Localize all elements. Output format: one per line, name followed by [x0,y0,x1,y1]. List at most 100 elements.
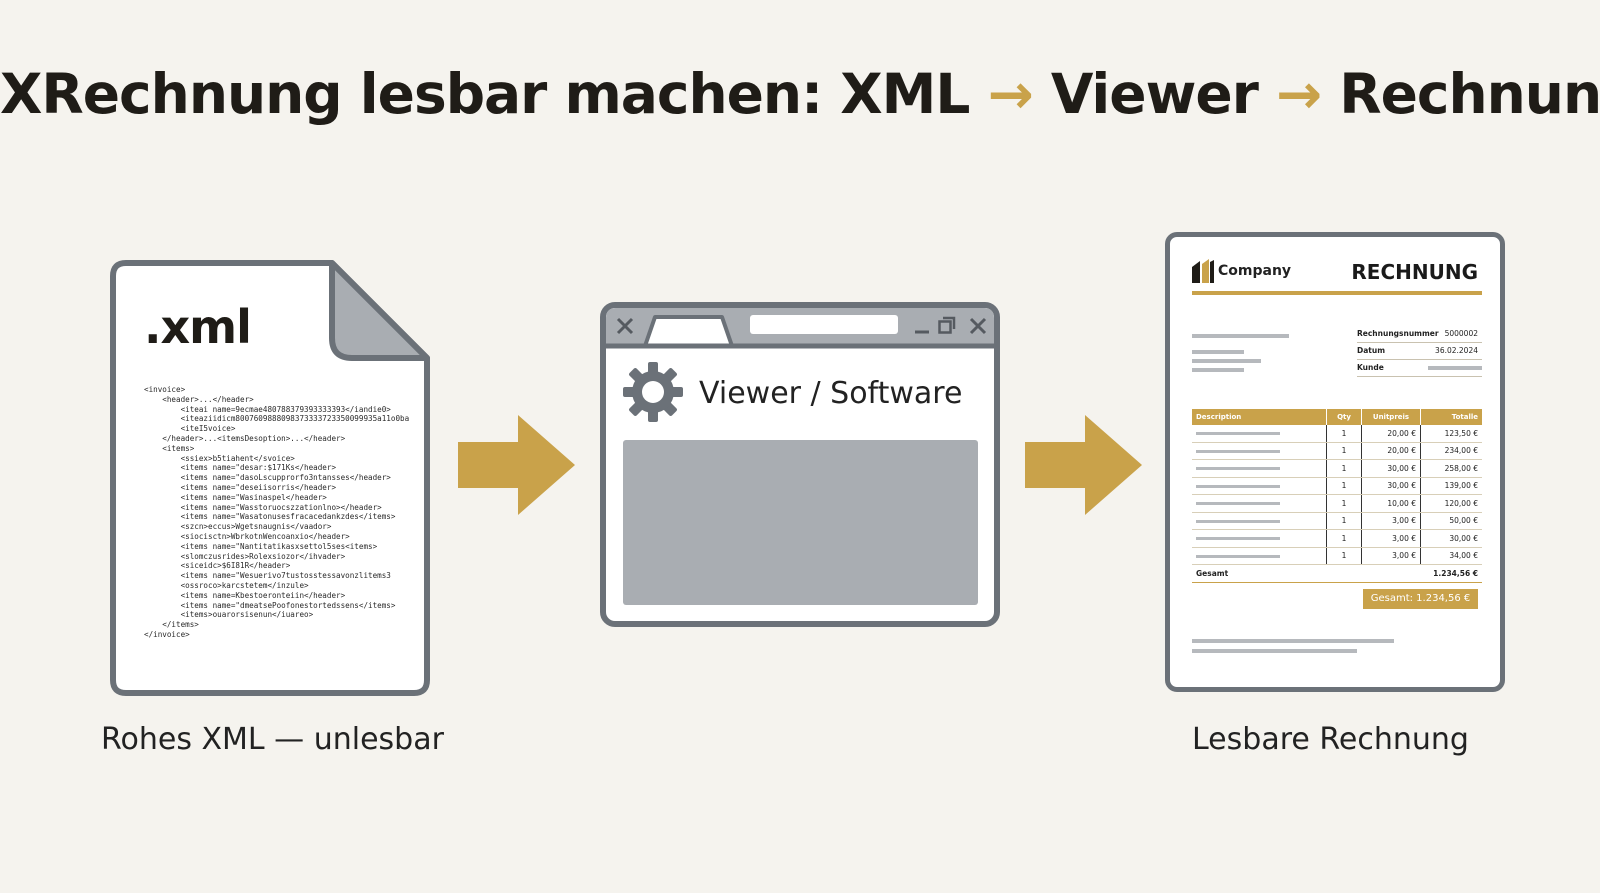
row-unitprice: 20,00 € [1361,425,1421,443]
sum-row: Gesamt 1.234,56 € [1192,564,1482,583]
title-xml: XRechnung lesbar machen: XML [0,62,970,126]
xml-code-line: <items name="desar:$171Ks</header> [144,463,337,473]
viewer-content-panel [623,440,978,605]
row-total: 50,00 € [1420,512,1482,530]
row-unitprice: 20,00 € [1361,442,1421,460]
table-header-row: Description Qty Unitpreis Totalle [1192,409,1482,425]
minimize-icon[interactable] [914,317,930,335]
xml-code-line: <items name="dmeatsePoofonestortedssens<… [144,600,396,610]
maximize-icon[interactable] [938,316,956,334]
close-icon[interactable] [616,317,634,335]
meta-value-number: 5000002 [1444,329,1478,338]
row-description [1192,425,1327,443]
xml-code-line: <invoice> [144,385,186,394]
footer-line [1192,649,1357,653]
meta-label-customer: Kunde [1357,363,1384,372]
gear-icon [623,362,683,422]
row-unitprice: 3,00 € [1361,529,1421,548]
xml-file-document: .xml <invoice> <header>...</header> <ite… [110,260,434,696]
invoice-caption: Lesbare Rechnung [1192,722,1469,757]
arrow-right-icon [458,415,575,515]
row-total: 34,00 € [1420,547,1482,565]
xml-code-line: <items name="deseiisorris</header> [144,482,337,492]
xml-code-line: <iteai name=9ecmae480788379393333393</ia… [144,404,391,414]
footer-line [1192,639,1394,643]
header-total: Totalle [1420,409,1482,425]
header-description: Description [1192,409,1327,425]
sum-value: 1.234,56 € [1420,564,1482,583]
address-line [1192,368,1244,372]
row-total: 258,00 € [1420,459,1482,478]
row-unitprice: 30,00 € [1361,477,1421,495]
row-unitprice: 30,00 € [1361,459,1421,478]
invoice-title: RECHNUNG [1351,260,1478,284]
row-description [1192,442,1327,460]
row-unitprice: 3,00 € [1361,547,1421,565]
close-icon[interactable] [969,317,987,335]
row-qty: 1 [1326,477,1362,495]
address-line [1192,334,1289,338]
title-arrow-1: → [987,62,1034,126]
row-description [1192,529,1327,548]
row-qty: 1 [1326,547,1362,565]
xml-code-line: <slomczusrides>Rolexsiozor</ihvader> [144,551,346,561]
row-total: 123,50 € [1420,425,1482,443]
title-rechnung: Rechnung [1339,62,1600,126]
company-logo-icon [1192,259,1214,283]
xml-code-line: </items> [144,620,199,630]
xml-code-line: <items name="dasoLscupprorfo3ntansses</h… [144,473,391,483]
address-line [1192,359,1261,363]
row-total: 30,00 € [1420,529,1482,548]
xml-caption: Rohes XML — unlesbar [101,722,444,757]
page-title: XRechnung lesbar machen: XML → Viewer → … [0,62,1600,126]
xml-code-line: <iteI5voice> [144,424,236,434]
row-qty: 1 [1326,494,1362,513]
xml-code-line: <ossroco>karcstetem</inzule> [144,580,309,590]
xml-code-line: </header>...<itemsDesoption>...</header> [144,433,346,443]
header-qty: Qty [1326,409,1362,425]
xml-extension-label: .xml [144,300,252,354]
row-description [1192,494,1327,513]
xml-code-line: <items name="Wasinaspel</header> [144,492,327,502]
meta-divider [1357,359,1482,360]
row-description [1192,477,1327,495]
xml-code-line: <items name="Wasstoruocszzationlno></hea… [144,502,382,512]
xml-code-line: <items name="Wasatonusesfracacedankzdes<… [144,512,396,522]
row-unitprice: 3,00 € [1361,512,1421,530]
meta-label-number: Rechnungsnummer [1357,329,1439,338]
xml-code-line: <items name="Nantitatikasxsettol5ses<ite… [144,541,378,551]
arrow-right-icon [1025,415,1142,515]
xml-code-line: <ssiex>b5tiahent</svoice> [144,453,295,463]
title-arrow-2: → [1275,62,1322,126]
invoice-document: Company RECHNUNG Rechnungsnummer 5000002… [1165,232,1505,692]
xml-code-line: <siocisctn>WbrkotnWencoanxio</header> [144,531,350,541]
meta-divider [1357,376,1482,377]
xml-code-line: <items name="Wesuerivo7tustosstessavonzl… [144,571,391,581]
meta-label-date: Datum [1357,346,1386,355]
sum-label: Gesamt [1192,564,1327,583]
xml-code-line: <szcn>eccus>Wgetsnaugnis</vaador> [144,522,332,532]
xml-code-line: <header>...</header> [144,394,254,404]
row-description [1192,512,1327,530]
xml-code-line: <items>ouarorsisenun</iuareo> [144,610,314,620]
xml-code-line: <siceidc>$6I81R</header> [144,561,291,571]
invoice-header-rule [1192,291,1482,295]
row-qty: 1 [1326,425,1362,443]
address-line [1192,350,1244,354]
row-qty: 1 [1326,442,1362,460]
row-total: 120,00 € [1420,494,1482,513]
invoice-company: Company [1218,263,1292,279]
meta-value-date: 36.02.2024 [1435,346,1478,355]
row-qty: 1 [1326,459,1362,478]
xml-code-line: <items name=Kbestoeronteiin</header> [144,590,346,600]
xml-code-line: </invoice> [144,629,190,639]
title-viewer: Viewer [1050,62,1259,126]
row-total: 234,00 € [1420,442,1482,460]
viewer-window: Viewer / Software [600,302,1000,627]
